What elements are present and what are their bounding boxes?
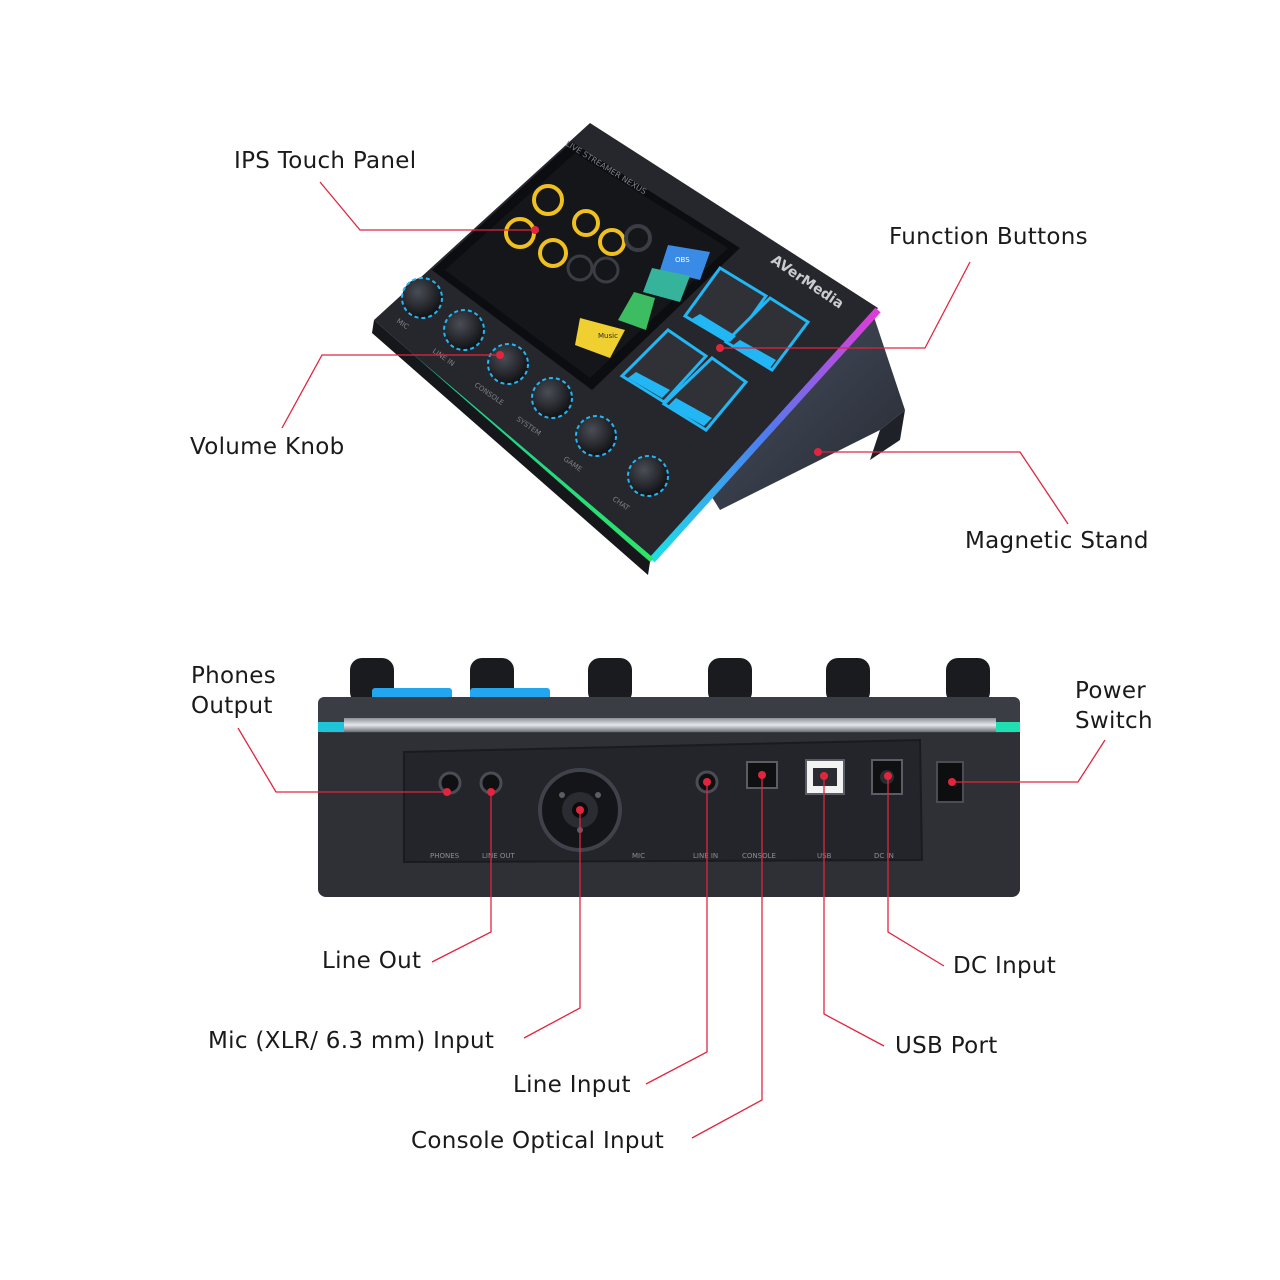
callout-linein xyxy=(645,782,708,1085)
label-line-input: Line Input xyxy=(513,1072,631,1098)
label-mic-input: Mic (XLR/ 6.3 mm) Input xyxy=(208,1028,495,1054)
callout-ips xyxy=(319,181,535,231)
svg-text:DC IN: DC IN xyxy=(874,852,894,860)
callout-lines xyxy=(237,181,1106,1139)
callout-lineout xyxy=(431,792,492,963)
knob xyxy=(487,343,529,385)
callout-function xyxy=(720,261,971,349)
volume-knobs xyxy=(401,277,669,497)
svg-text:CONSOLE: CONSOLE xyxy=(742,852,776,860)
label-magnetic-stand: Magnetic Stand xyxy=(965,528,1149,554)
callout-stand xyxy=(818,451,1069,525)
callout-console xyxy=(691,775,763,1139)
label-dc-input: DC Input xyxy=(953,953,1057,979)
ips-screen: OBS Music xyxy=(432,142,740,390)
knob xyxy=(627,455,669,497)
function-pads xyxy=(619,266,811,432)
knob xyxy=(401,277,443,319)
knob xyxy=(443,309,485,351)
label-power-switch: Power Switch xyxy=(1075,678,1153,734)
callout-power xyxy=(952,739,1106,783)
port-panel xyxy=(403,738,924,864)
label-phones-output: Phones Output xyxy=(191,663,277,719)
callout-usb xyxy=(823,776,885,1047)
label-ips-touch-panel: IPS Touch Panel xyxy=(234,148,417,174)
callout-dc xyxy=(887,776,945,967)
svg-text:MIC: MIC xyxy=(632,852,645,860)
label-function-buttons: Function Buttons xyxy=(889,224,1088,250)
svg-text:PHONES: PHONES xyxy=(430,852,460,860)
svg-text:LINE OUT: LINE OUT xyxy=(482,852,515,860)
svg-text:LINE IN: LINE IN xyxy=(693,852,718,860)
knob xyxy=(531,377,573,419)
callout-dots xyxy=(443,226,956,814)
back-device: PHONES LINE OUT MIC LINE IN CONSOLE USB … xyxy=(318,658,1020,897)
top-device: OBS Music LIVE STREAMER NEXUS AVerMedia xyxy=(372,123,905,575)
label-volume-knob: Volume Knob xyxy=(190,434,345,460)
label-console-optical-input: Console Optical Input xyxy=(411,1128,665,1154)
callout-mic xyxy=(523,810,581,1039)
screen-tile-label: Music xyxy=(598,332,618,340)
label-usb-port: USB Port xyxy=(895,1033,998,1059)
knob xyxy=(575,415,617,457)
callout-volume xyxy=(281,354,500,429)
metal-strip xyxy=(344,718,996,732)
screen-tile-label: OBS xyxy=(675,256,690,264)
label-line-out: Line Out xyxy=(322,948,422,974)
callout-phones xyxy=(237,727,447,793)
rgb-light-right xyxy=(649,307,881,563)
